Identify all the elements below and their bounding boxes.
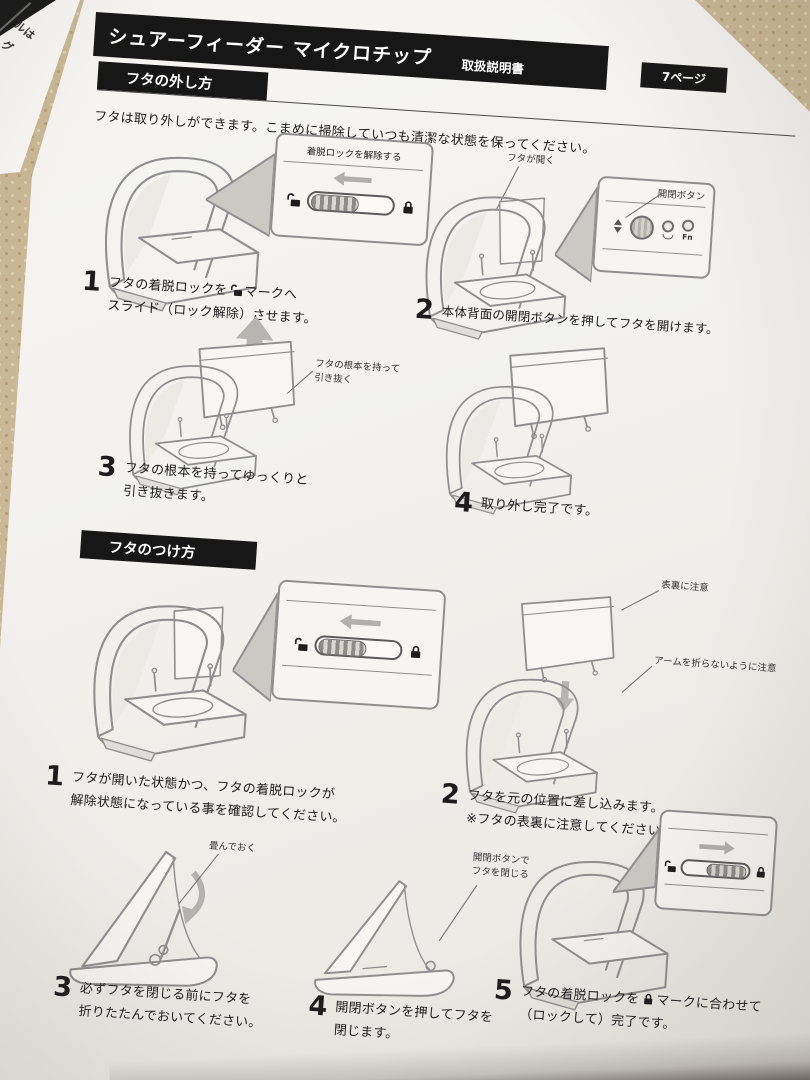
step-text: 折りたたんでおいてください。 [78, 1003, 263, 1031]
unlock-slider-inset: 着脱ロックを解除する [269, 132, 435, 247]
rear-buttons-inset: 開閉ボタン Fn [591, 175, 716, 280]
callout-wedge [612, 828, 660, 894]
step-number: 4 [307, 990, 329, 1023]
slider-knob [317, 638, 367, 658]
step-number: 1 [44, 760, 66, 793]
step-text: フタの着脱ロックを [520, 984, 640, 1008]
inset-divider [602, 248, 703, 256]
manual-doc-type: 取扱説明書 [461, 56, 525, 76]
callout-front-back: 表裏に注意 [660, 579, 710, 594]
lock-icon [755, 866, 766, 879]
section-attach-header: フタのつけ方 [79, 530, 258, 570]
leader-line [621, 665, 653, 693]
inset-divider [664, 883, 765, 892]
callout-arm: アームを折らないように注意 [653, 655, 777, 675]
step-text: フタの根本を持ってゆっくりと [124, 460, 309, 489]
step-text: 必ずフタを閉じる前にフタを [79, 981, 252, 1008]
leader-line [438, 884, 478, 942]
step-text: 取り外し完了です。 [480, 496, 599, 520]
folded-sheet-partial-text: グ [0, 37, 16, 55]
leader-line [625, 193, 662, 219]
unlock-icon [286, 192, 302, 208]
leader-line [178, 853, 219, 904]
step-number: 5 [493, 974, 514, 1007]
bowl-button-icon [661, 219, 675, 240]
arrow-left-icon [332, 171, 372, 188]
step-number: 1 [81, 265, 102, 298]
arrow-left-icon [339, 613, 382, 632]
inset-divider [668, 827, 768, 836]
lock-slider [306, 190, 396, 217]
lock-slider [313, 634, 404, 661]
leader-line [286, 370, 314, 394]
manual-page-content: シュアーフィーダー マイクロチップ 取扱説明書 7ページ フタの外し方 フタは取… [23, 12, 810, 1080]
callout-grip: フタの根本を持って 引き抜く [314, 357, 401, 391]
step-text: 引き抜きます。 [122, 483, 215, 505]
step-text: マークに合わせて [655, 993, 763, 1016]
slider-knob [706, 863, 747, 879]
lock-icon [402, 200, 415, 215]
step-text: フタの着脱ロックを [108, 275, 228, 299]
arrow-right-icon [698, 839, 736, 856]
lock-slider-inset [653, 809, 779, 917]
unlock-icon [294, 637, 309, 652]
leader-line [621, 590, 660, 611]
callout-text: 引き抜く [313, 372, 353, 387]
slider-knob [310, 193, 360, 213]
up-down-arrows-icon [613, 218, 623, 234]
page-number-badge: 7ページ [640, 62, 728, 93]
inset-divider [282, 664, 432, 676]
inset-divider [286, 599, 437, 611]
step-text: マークへ [243, 284, 298, 303]
step-number: 2 [439, 778, 461, 811]
lock-slider [680, 858, 752, 881]
lock-icon [642, 993, 653, 1006]
fn-button-icon: Fn [681, 219, 695, 242]
step-text: 閉じます。 [333, 1022, 399, 1043]
step-text: スライド（ロック解除）させます。 [106, 298, 318, 328]
lock-icon [410, 645, 422, 659]
step-number: 3 [96, 451, 118, 484]
callout-wedge [204, 153, 276, 237]
callout-wedge [553, 186, 598, 283]
unlock-slider-inset [270, 579, 447, 711]
unlock-icon [664, 860, 677, 873]
step-number: 2 [413, 293, 435, 327]
unlock-icon [230, 284, 243, 297]
callout-open-button: 開閉ボタン [657, 188, 706, 203]
attach-step-1: 1 フタが開いた状態かつ、フタの着脱ロックが 解除状態になっている事を確認してく… [43, 760, 405, 834]
step-text: 開閉ボタンを押してフタを [334, 1000, 494, 1026]
remove-step-3: 3 フタの根本を持ってゆっくりと 引き抜きます。 [96, 451, 399, 521]
step-number: 4 [453, 486, 475, 520]
step-number: 3 [52, 971, 74, 1004]
